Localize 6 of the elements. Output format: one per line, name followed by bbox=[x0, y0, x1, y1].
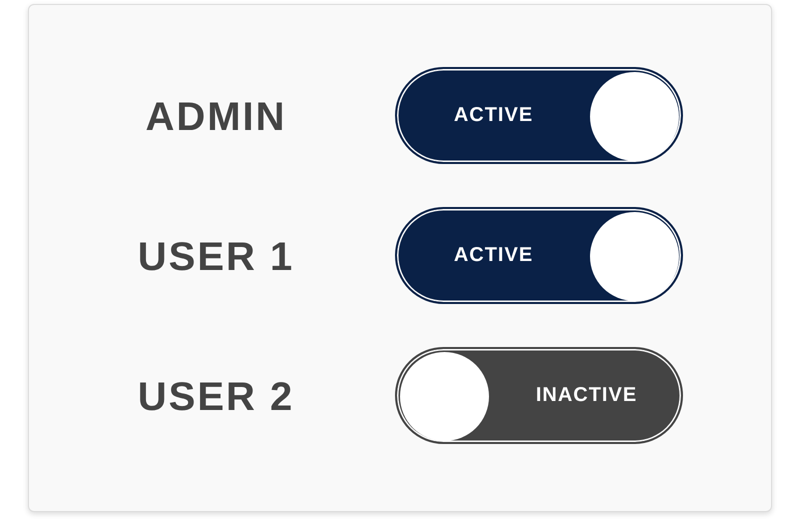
user-name: USER 1 bbox=[136, 234, 296, 281]
user-name: USER 2 bbox=[136, 374, 296, 421]
user-name: ADMIN bbox=[144, 94, 288, 141]
toggle-label: ACTIVE bbox=[452, 103, 534, 128]
toggle-label: ACTIVE bbox=[452, 243, 534, 268]
toggle-label: INACTIVE bbox=[534, 383, 638, 408]
